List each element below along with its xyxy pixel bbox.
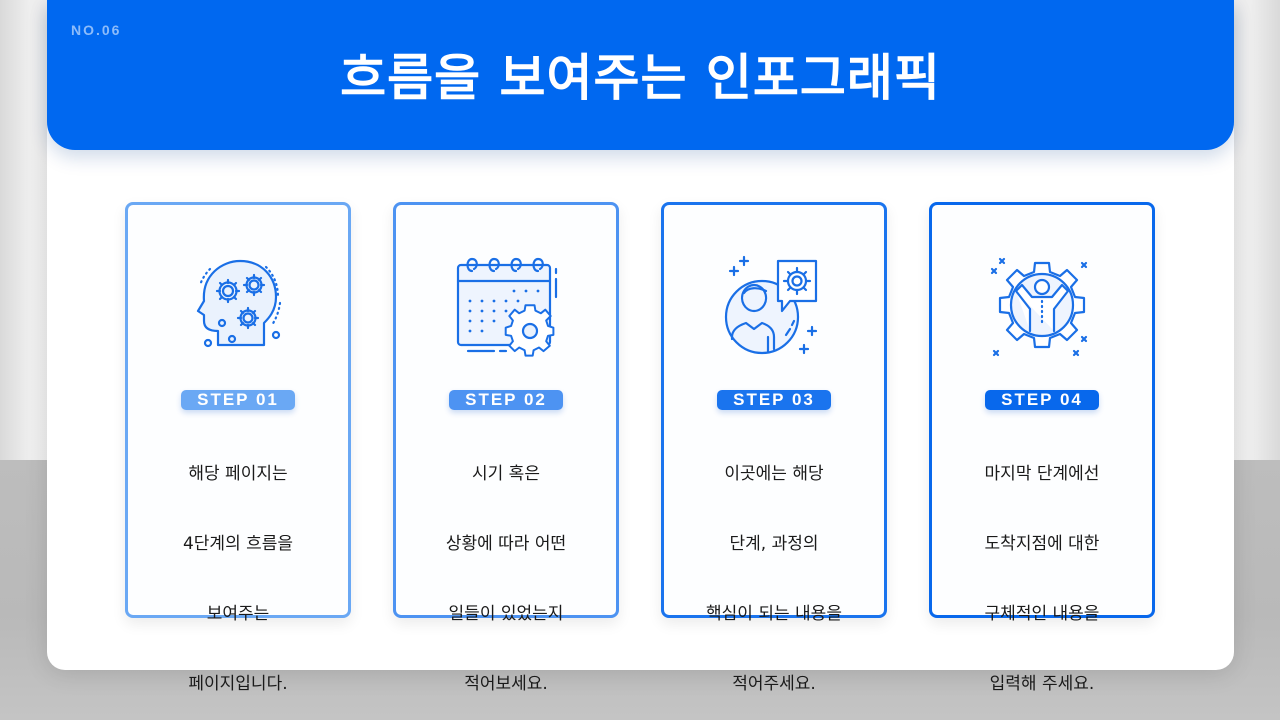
description-line: 일들이 있었는지	[448, 604, 564, 624]
step-card-1: STEP 01 해당 페이지는 4단계의 흐름을 보여주는 페이지입니다.	[125, 202, 351, 694]
step-badge: STEP 04	[985, 390, 1099, 410]
description-line: 상황에 따라 어떤	[445, 534, 567, 554]
header-banner: NO.06 흐름을 보여주는 인포그래픽	[47, 0, 1234, 150]
description-line: 구체적인 내용을	[984, 604, 1100, 624]
page-title: 흐름을 보여주는 인포그래픽	[340, 49, 941, 107]
step-badge: STEP 03	[717, 390, 831, 410]
step-card-3: STEP 03 이곳에는 해당 단계, 과정의 핵심이 되는 내용을 적어주세요…	[661, 202, 887, 694]
step-description: 시기 혹은 상황에 따라 어떤 일들이 있었는지 적어보세요.	[446, 422, 566, 720]
description-line: 마지막 단계에선	[984, 464, 1100, 484]
step-card-2: STEP 02 시기 혹은 상황에 따라 어떤 일들이 있었는지 적어보세요.	[393, 202, 619, 694]
description-line: 도착지점에 대한	[984, 534, 1100, 554]
calendar-gear-icon	[446, 245, 566, 365]
description-line: 4단계의 흐름을	[182, 534, 294, 554]
description-line: 보여주는	[206, 604, 270, 624]
head-gears-icon	[178, 245, 298, 365]
gear-person-icon	[982, 245, 1102, 365]
step-card-4: STEP 04 마지막 단계에선 도착지점에 대한 구체적인 내용을 입력해 주…	[929, 202, 1155, 694]
description-line: 핵심이 되는 내용을	[706, 604, 842, 624]
description-line: 페이지입니다.	[188, 674, 288, 694]
description-line: 입력해 주세요.	[989, 674, 1095, 694]
step-description: 해당 페이지는 4단계의 흐름을 보여주는 페이지입니다.	[183, 422, 293, 720]
person-speech-gear-icon	[714, 245, 834, 365]
description-line: 적어보세요.	[464, 674, 548, 694]
step-description: 이곳에는 해당 단계, 과정의 핵심이 되는 내용을 적어주세요.	[706, 422, 842, 720]
step-badge: STEP 02	[449, 390, 563, 410]
slide-number: NO.06	[71, 22, 122, 38]
description-line: 시기 혹은	[472, 464, 540, 484]
description-line: 해당 페이지는	[188, 464, 288, 484]
step-badge: STEP 01	[181, 390, 295, 410]
step-cards: STEP 01 해당 페이지는 4단계의 흐름을 보여주는 페이지입니다.	[125, 202, 1155, 694]
description-line: 적어주세요.	[732, 674, 816, 694]
description-line: 단계, 과정의	[729, 534, 819, 554]
step-description: 마지막 단계에선 도착지점에 대한 구체적인 내용을 입력해 주세요.	[985, 422, 1100, 720]
description-line: 이곳에는 해당	[724, 464, 824, 484]
